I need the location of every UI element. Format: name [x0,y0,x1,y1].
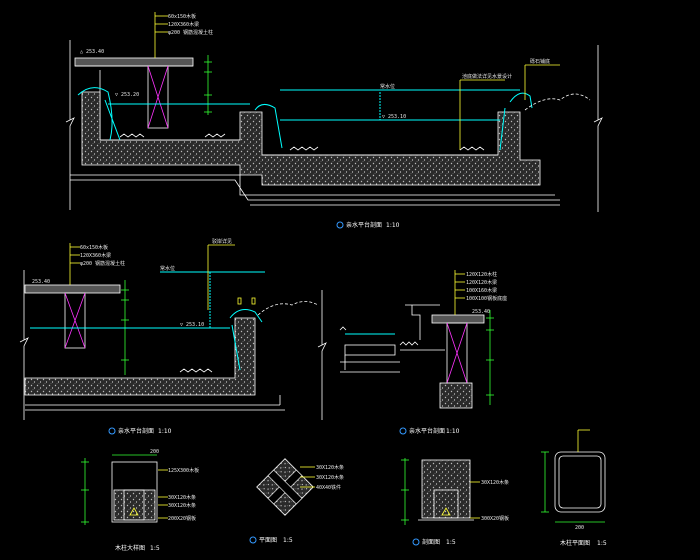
scale-label: 1:5 [150,545,160,552]
post-section [421,459,471,519]
elevation-label: ▽ 253.10 [382,114,406,120]
detail-1: 200 125X300木板 30X120木条 30X120木条 200X20钢板… [81,449,199,552]
note-text: 120X120木柱 [466,271,497,278]
note-text: 60x150木板 [168,13,196,20]
deck-post [147,65,169,129]
dimension-label: 200 [575,525,584,531]
section-title: 亲水平台剖面 [346,221,382,229]
note-text: 驳岸详见 [212,238,232,245]
post-footing [439,382,473,409]
water-note: 常水位 [160,265,175,272]
detail-title: 木柱大样图 [115,544,145,552]
note-text: 30X120木条 [316,474,344,481]
concrete-pool-wall [81,91,541,186]
earth-mound [524,93,591,111]
detail-title: 木柱平面图 [560,539,590,547]
deck-post [64,292,86,349]
base-layer [25,395,285,411]
note-text: 120X120木梁 [466,279,497,286]
detail-title: 平面图 [259,537,277,544]
section-3: 120X120木柱 120X120木梁 100X160木梁 100X100钢板底… [339,270,507,435]
elevation-label: ▽ 253.20 [115,92,139,98]
base-layer [70,174,560,206]
scale-label: 1:10 [386,222,400,229]
elevation-label: 253.40 [32,279,50,285]
water-note: 常水位 [380,83,395,90]
deck-plank [74,57,194,67]
scale-label: 1:10 [446,428,460,435]
note-text: 30X120木条 [316,464,344,471]
break-line-right [317,290,327,420]
dimension-label: 200 [150,449,159,455]
note-text: 60x150木板 [80,244,108,251]
detail-3: 30X120木条 300X20钢板 剖面图 1:5 [401,458,509,546]
detail-2: 30X120木条 30X120木条 40X40铁件 平面图 1:5 [249,458,344,544]
scale-label: 1:5 [597,540,607,547]
elevation-label: ▽ 253.10 [180,322,204,328]
water-surface [77,87,533,151]
note-text: 40X40铁件 [316,484,341,491]
note-text: 300X20钢板 [481,515,509,522]
note-text: 100X160木梁 [466,287,497,294]
water-note: 池底做法详见水景设计 [462,73,512,80]
break-line-left [19,270,29,420]
post-elevation [111,461,158,523]
section-1: 60x150木板 120X360木梁 φ200 钢筋混凝土柱 △ 253.40 … [65,12,603,229]
note-text: 100X100钢板底座 [466,295,507,302]
scale-label: 1:5 [283,537,293,544]
section-title: 亲水平台剖面 [409,427,445,435]
note-text: 30X120木条 [168,494,196,501]
note-text: 125X300木板 [168,467,199,474]
elevation-label: 253.40 [472,309,490,315]
break-line-right [593,45,603,212]
note-text: 120X360木梁 [168,21,199,28]
elevation-label: △ 253.40 [80,49,104,55]
note-text: 120X360木梁 [80,252,111,259]
scale-label: 1:5 [446,539,456,546]
note-text: φ200 钢筋混凝土柱 [80,260,125,267]
note-text: φ200 钢筋混凝土柱 [168,29,213,36]
post-plan-square [554,451,606,513]
break-line-left [65,40,75,210]
water-surface [229,309,263,371]
post-plan-rotated [256,458,314,516]
section-2: 60x150木板 120X360木梁 φ200 钢筋混凝土柱 253.40 常水… [19,238,327,435]
deck-plank [24,284,121,294]
earth-mound [257,301,319,316]
note-text: 200X20钢板 [168,515,196,522]
detail-4: 200 木柱平面图 1:5 [541,429,607,547]
detail-title: 剖面图 [422,538,440,546]
section-title: 亲水平台剖面 [118,427,154,435]
note-text: 砾石铺底 [530,58,550,65]
concrete-pool-wall [24,317,256,396]
note-text: 30X120木条 [168,502,196,509]
deck-plank [431,314,485,324]
scale-label: 1:10 [158,428,172,435]
step [344,344,396,356]
note-text: 30X120木条 [481,479,509,486]
